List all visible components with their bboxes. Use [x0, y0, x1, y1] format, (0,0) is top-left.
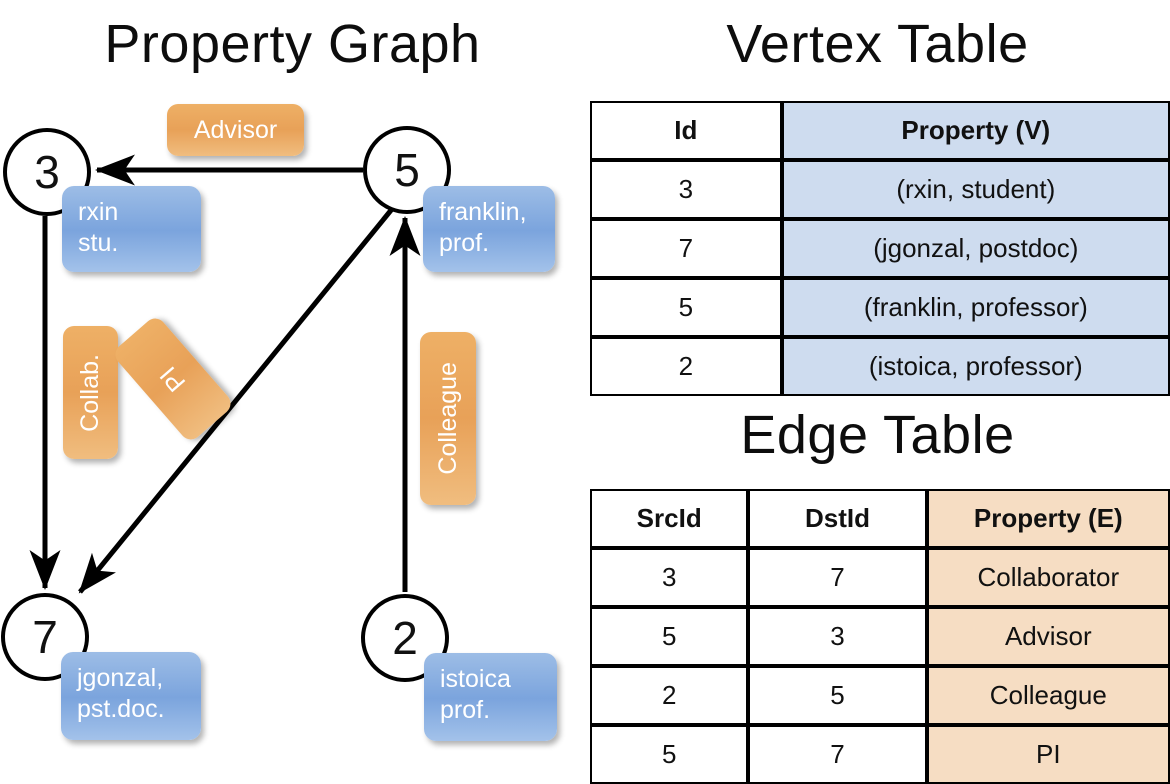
- vertex-property-line-2: stu.: [78, 228, 119, 257]
- property-graph-diagram: 3 5 7 2 rxin stu. franklin, prof. jgonza…: [0, 0, 585, 760]
- vertex-row-0-property: (rxin, student): [781, 160, 1170, 219]
- edge-label-collab-text: Collab.: [76, 353, 104, 432]
- graph-node-2-label: 2: [392, 612, 418, 664]
- vertex-property-line-1: jgonzal,: [77, 664, 164, 692]
- page-title-edge-table: Edge Table: [740, 405, 1015, 465]
- vertex-row-2-id: 5: [590, 278, 782, 337]
- edge-table-header-property: Property (E): [926, 489, 1170, 548]
- edge-table-header-row: SrcId DstId Property (E): [590, 489, 1170, 548]
- edge-label-collab[interactable]: Collab.: [63, 326, 118, 459]
- edge-label-advisor[interactable]: Advisor: [167, 104, 304, 156]
- edge-row-2-property: Colleague: [926, 666, 1170, 725]
- edge-label-pi-text: PI: [154, 361, 191, 398]
- edge-row-2-src: 2: [590, 666, 749, 725]
- page-title-vertex-table: Vertex Table: [726, 14, 1029, 74]
- vertex-property-box-5[interactable]: franklin, prof.: [423, 186, 555, 272]
- vertex-property-box-7[interactable]: jgonzal, pst.doc.: [61, 652, 201, 740]
- vertex-property-line-2: prof.: [440, 695, 491, 724]
- edge-row-0-src: 3: [590, 548, 749, 607]
- table-row[interactable]: 5 3 Advisor: [590, 607, 1170, 666]
- edge-table: SrcId DstId Property (E) 3 7 Collaborato…: [590, 489, 1170, 784]
- graph-node-7-label: 7: [32, 611, 58, 663]
- vertex-row-1-id: 7: [590, 219, 782, 278]
- vertex-table: Id Property (V) 3 (rxin, student) 7 (jgo…: [590, 101, 1170, 396]
- table-row[interactable]: 5 7 PI: [590, 725, 1170, 784]
- table-row[interactable]: 3 7 Collaborator: [590, 548, 1170, 607]
- vertex-table-header-property: Property (V): [781, 101, 1170, 160]
- table-row[interactable]: 3 (rxin, student): [590, 160, 1170, 219]
- edge-row-3-dst: 7: [748, 725, 927, 784]
- edge-label-advisor-text: Advisor: [193, 115, 278, 144]
- table-row[interactable]: 7 (jgonzal, postdoc): [590, 219, 1170, 278]
- graph-node-5[interactable]: 5: [363, 126, 451, 214]
- table-row[interactable]: 5 (franklin, professor): [590, 278, 1170, 337]
- vertex-property-line-2: pst.doc.: [77, 694, 165, 723]
- vertex-property-line-2: prof.: [439, 228, 490, 257]
- table-row[interactable]: 2 5 Colleague: [590, 666, 1170, 725]
- page-title-property-graph: Property Graph: [104, 14, 481, 74]
- edge-row-2-dst: 5: [748, 666, 927, 725]
- edge-pi-5-to-7: [78, 207, 394, 594]
- edge-table-header-dstid: DstId: [748, 489, 927, 548]
- vertex-property-line-1: istoica: [440, 665, 511, 693]
- vertex-row-3-id: 2: [590, 337, 782, 396]
- edge-row-3-src: 5: [590, 725, 749, 784]
- graph-node-2[interactable]: 2: [361, 594, 449, 682]
- edge-row-1-src: 5: [590, 607, 749, 666]
- edge-row-0-dst: 7: [748, 548, 927, 607]
- table-row[interactable]: 2 (istoica, professor): [590, 337, 1170, 396]
- vertex-row-2-property: (franklin, professor): [781, 278, 1170, 337]
- vertex-property-box-2[interactable]: istoica prof.: [424, 653, 557, 741]
- edge-row-1-dst: 3: [748, 607, 927, 666]
- vertex-property-line-1: franklin,: [439, 198, 527, 226]
- graph-edges-svg: [29, 154, 421, 594]
- edge-table-header-srcid: SrcId: [590, 489, 749, 548]
- vertex-property-line-1: rxin: [78, 198, 119, 226]
- edge-row-0-property: Collaborator: [926, 548, 1170, 607]
- graph-node-3-label: 3: [34, 146, 60, 198]
- vertex-row-3-property: (istoica, professor): [781, 337, 1170, 396]
- vertex-row-1-property: (jgonzal, postdoc): [781, 219, 1170, 278]
- vertex-property-box-3[interactable]: rxin stu.: [62, 186, 201, 272]
- edge-row-3-property: PI: [926, 725, 1170, 784]
- edge-label-colleague[interactable]: Colleague: [420, 332, 476, 505]
- edge-label-colleague-text: Colleague: [433, 362, 462, 475]
- vertex-row-0-id: 3: [590, 160, 782, 219]
- edge-row-1-property: Advisor: [926, 607, 1170, 666]
- vertex-table-header-id: Id: [590, 101, 782, 160]
- vertex-table-header-row: Id Property (V): [590, 101, 1170, 160]
- graph-node-5-label: 5: [394, 144, 420, 196]
